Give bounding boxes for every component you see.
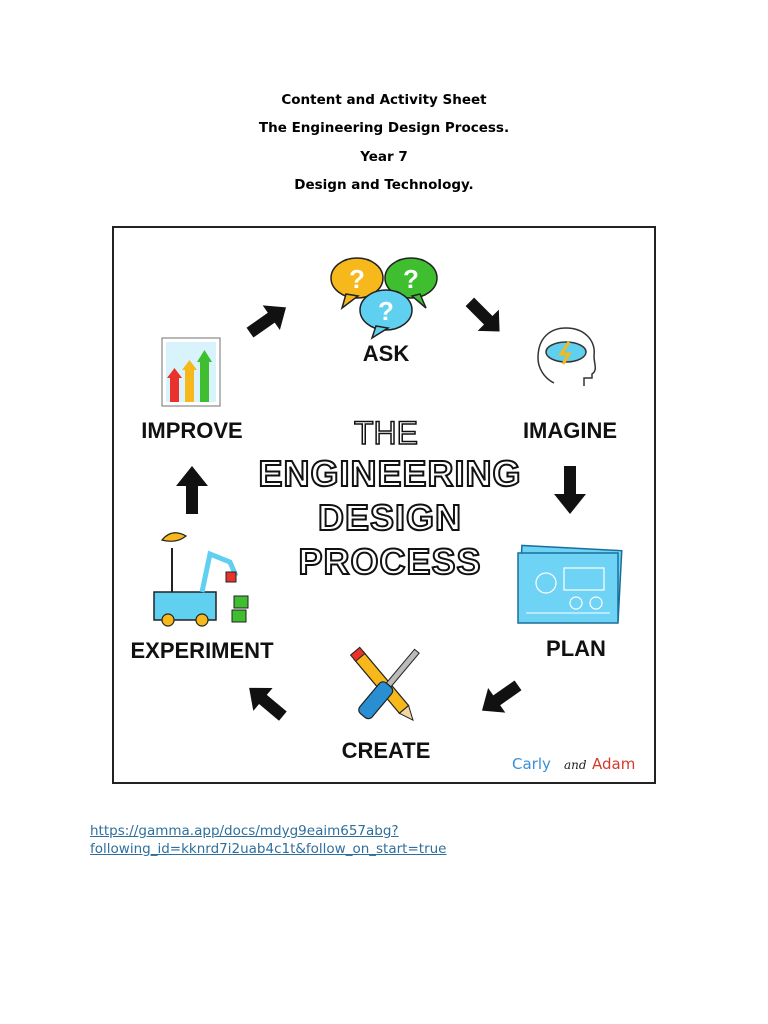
diagram-title-line-3: PROCESS [298,541,481,582]
header-line-2: The Engineering Design Process. [258,120,510,137]
head-lightbulb-icon [537,327,597,386]
question-bubbles-icon: ? ? ? [330,257,438,340]
brand-part-3: Adam [592,755,635,773]
arrow-icon [465,297,500,332]
blueprint-icon [517,544,623,624]
stage-create-label: CREATE [342,738,431,763]
document-header: Content and Activity Sheet The Engineeri… [0,88,768,201]
stage-plan-label: PLAN [546,636,606,661]
diagram-title-line-1: ENGINEERING [258,453,521,494]
question-mark: ? [349,264,365,294]
stage-improve-label: IMPROVE [141,418,242,443]
gamma-doc-link[interactable]: https://gamma.app/docs/mdyg9eaim657abg? … [90,822,446,858]
question-mark: ? [378,296,394,326]
arrow-icon [246,305,287,338]
engineering-design-process-diagram: ? ? ? ASK IMAGINE PLAN [112,226,656,784]
link-line-1: https://gamma.app/docs/mdyg9eaim657abg? [90,823,399,839]
arrow-icon [554,466,586,514]
arrow-icon [481,680,522,713]
robot-rover-icon [153,532,249,627]
diagram-canvas: ? ? ? ASK IMAGINE PLAN [130,257,635,773]
diagram-title-the: THE [354,415,418,451]
stage-imagine-label: IMAGINE [523,418,617,443]
header-line-3: Year 7 [360,148,408,165]
bar-chart-icon [161,337,221,407]
brand-part-2: and [564,758,587,772]
header-line-4: Design and Technology. [294,176,474,193]
pencil-screwdriver-icon [349,646,420,722]
question-mark: ? [403,264,419,294]
arrow-icon [249,687,287,721]
diagram-title-line-2: DESIGN [318,497,462,538]
brand-logo: Carly and Adam [512,755,635,773]
header-line-1: Content and Activity Sheet [281,92,487,108]
arrow-icon [176,466,208,514]
brand-part-1: Carly [512,755,551,773]
stage-experiment-label: EXPERIMENT [130,638,274,663]
stage-ask-label: ASK [363,341,410,366]
link-line-2: following_id=kknrd7i2uab4c1t&follow_on_s… [90,841,447,857]
